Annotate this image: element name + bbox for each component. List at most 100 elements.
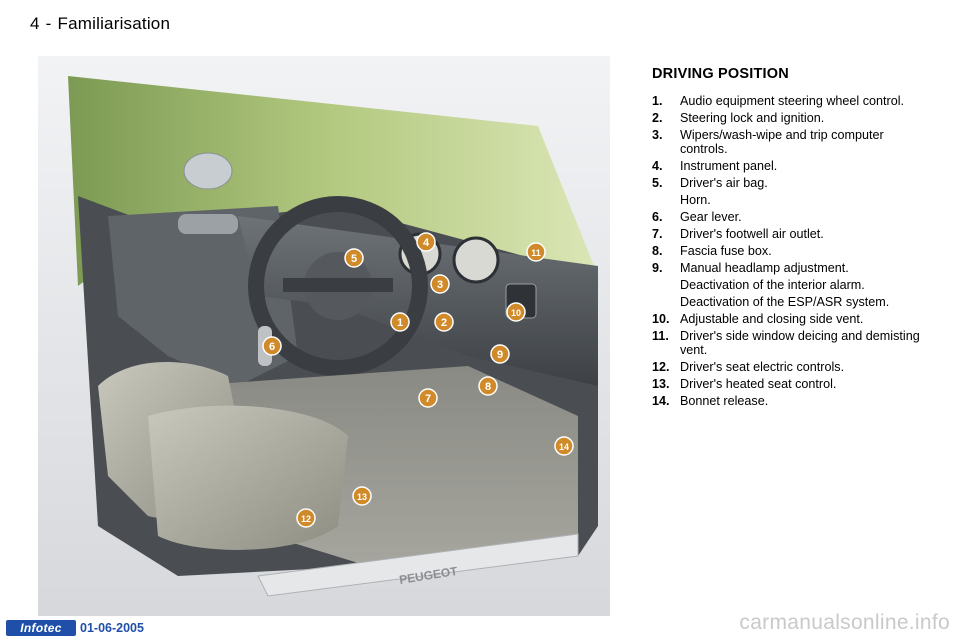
item-number: 11. <box>652 329 669 343</box>
item-list: 1. Audio equipment steering wheel control… <box>652 94 932 408</box>
item-text-block: Fascia fuse box. <box>680 244 932 258</box>
callout-4: 4 <box>416 232 436 252</box>
item-text: Adjustable and closing side vent. <box>680 312 864 326</box>
callout-11: 11 <box>526 242 546 262</box>
callout-6: 6 <box>262 336 282 356</box>
svg-text:14: 14 <box>559 442 569 452</box>
item-number: 12. <box>652 360 670 374</box>
callout-12: 12 <box>296 508 316 528</box>
driving-position-section: DRIVING POSITION 1.Audio equipment steer… <box>652 66 932 411</box>
item-text-block: Driver's side window deicing and demisti… <box>680 329 932 357</box>
svg-text:11: 11 <box>531 248 541 258</box>
list-item: 6. Gear lever. <box>652 210 932 224</box>
item-number: 5. <box>652 176 663 190</box>
svg-text:6: 6 <box>269 341 275 353</box>
item-text: Fascia fuse box. <box>680 244 772 258</box>
door-handle <box>178 214 238 234</box>
footer-date: 01-06-2005 <box>80 621 144 635</box>
instrument-dial-right <box>452 236 500 284</box>
steering-spoke <box>283 278 393 292</box>
watermark-url: carmanualsonline.info <box>739 611 950 634</box>
callout-9: 9 <box>490 344 510 364</box>
list-item: 3. Wipers/wash-wipe and trip computer con… <box>652 128 932 156</box>
item-number: 7. <box>652 227 663 241</box>
item-subtext: Horn. <box>680 193 711 207</box>
svg-text:12: 12 <box>301 514 311 524</box>
callout-14: 14 <box>554 436 574 456</box>
item-text-block: Bonnet release. <box>680 394 932 408</box>
item-number: 6. <box>652 210 663 224</box>
item-text-block: Wipers/wash-wipe and trip computer contr… <box>680 128 932 156</box>
steering-wheel <box>248 196 428 376</box>
item-number: 9. <box>652 261 663 275</box>
item-text-block: Instrument panel. <box>680 159 932 173</box>
door-sill <box>257 533 579 597</box>
callout-10: 10 <box>506 302 526 322</box>
item-number: 10. <box>652 312 670 326</box>
list-item: 7. Driver's footwell air outlet. <box>652 227 932 241</box>
driving-position-illustration: PEUGEOT 1 2 3 4 5 6 7 8 9 10 11 12 13 14 <box>38 56 610 616</box>
item-number: 1. <box>652 94 663 108</box>
item-text: Driver's heated seat control. <box>680 377 837 391</box>
item-number: 14. <box>652 394 670 408</box>
list-item: 10. Adjustable and closing side vent. <box>652 312 932 326</box>
callout-7: 7 <box>418 388 438 408</box>
item-text: Driver's air bag. <box>680 176 768 190</box>
item-text-block: Driver's footwell air outlet. <box>680 227 932 241</box>
item-text-block: Driver's heated seat control. <box>680 377 932 391</box>
item-number: 8. <box>652 244 663 258</box>
item-text: Bonnet release. <box>680 394 769 408</box>
page-number: 4 <box>30 14 40 33</box>
item-number: 4. <box>652 159 663 173</box>
item-text-block: Manual headlamp adjustment. Deactivation … <box>680 261 932 309</box>
item-subtext: Deactivation of the ESP/ASR system. <box>680 295 890 309</box>
item-text: Gear lever. <box>680 210 742 224</box>
item-text: Driver's side window deicing and demisti… <box>680 329 920 357</box>
list-item: 9. Manual headlamp adjustment. Deactivatio… <box>652 261 932 309</box>
callout-5: 5 <box>344 248 364 268</box>
item-number: 13. <box>652 377 670 391</box>
list-item: 4. Instrument panel. <box>652 159 932 173</box>
svg-text:7: 7 <box>425 393 431 405</box>
windscreen <box>68 76 598 286</box>
item-number: 3. <box>652 128 663 142</box>
item-text: Instrument panel. <box>680 159 778 173</box>
callout-1: 1 <box>390 312 410 332</box>
infotec-logo: Infotec <box>6 620 76 636</box>
item-number: 2. <box>652 111 663 125</box>
list-item: 12. Driver's seat electric controls. <box>652 360 932 374</box>
list-item: 13. Driver's heated seat control. <box>652 377 932 391</box>
callout-2: 2 <box>434 312 454 332</box>
list-item: 1. Audio equipment steering wheel control… <box>652 94 932 108</box>
item-text: Wipers/wash-wipe and trip computer contr… <box>680 128 884 156</box>
svg-text:13: 13 <box>357 492 367 502</box>
callout-13: 13 <box>352 486 372 506</box>
seat-cushion <box>148 405 348 550</box>
item-text-block: Driver's seat electric controls. <box>680 360 932 374</box>
item-text-block: Adjustable and closing side vent. <box>680 312 932 326</box>
svg-text:3: 3 <box>437 279 443 291</box>
svg-text:5: 5 <box>351 253 357 265</box>
list-item: 5. Driver's air bag. Horn. <box>652 176 932 207</box>
page-header: 4-Familiarisation <box>30 14 170 34</box>
list-item: 11. Driver's side window deicing and demi… <box>652 329 932 357</box>
svg-text:1: 1 <box>397 317 403 329</box>
item-text: Audio equipment steering wheel control. <box>680 94 905 108</box>
list-item: 14. Bonnet release. <box>652 394 932 408</box>
item-text-block: Gear lever. <box>680 210 932 224</box>
item-subtext: Deactivation of the interior alarm. <box>680 278 865 292</box>
svg-text:4: 4 <box>423 237 430 249</box>
list-item: 2.Steering lock and ignition. <box>652 111 932 125</box>
list-item: 8. Fascia fuse box. <box>652 244 932 258</box>
page-title: Familiarisation <box>57 14 171 33</box>
item-text: Driver's footwell air outlet. <box>680 227 824 241</box>
callout-3: 3 <box>430 274 450 294</box>
item-text: Manual headlamp adjustment. <box>680 261 849 275</box>
side-mirror <box>183 152 233 190</box>
svg-text:10: 10 <box>511 308 521 318</box>
svg-text:8: 8 <box>485 381 491 393</box>
item-text: Driver's seat electric controls. <box>680 360 845 374</box>
svg-text:9: 9 <box>497 349 503 361</box>
item-text-block: Audio equipment steering wheel control. <box>680 94 932 108</box>
callout-8: 8 <box>478 376 498 396</box>
